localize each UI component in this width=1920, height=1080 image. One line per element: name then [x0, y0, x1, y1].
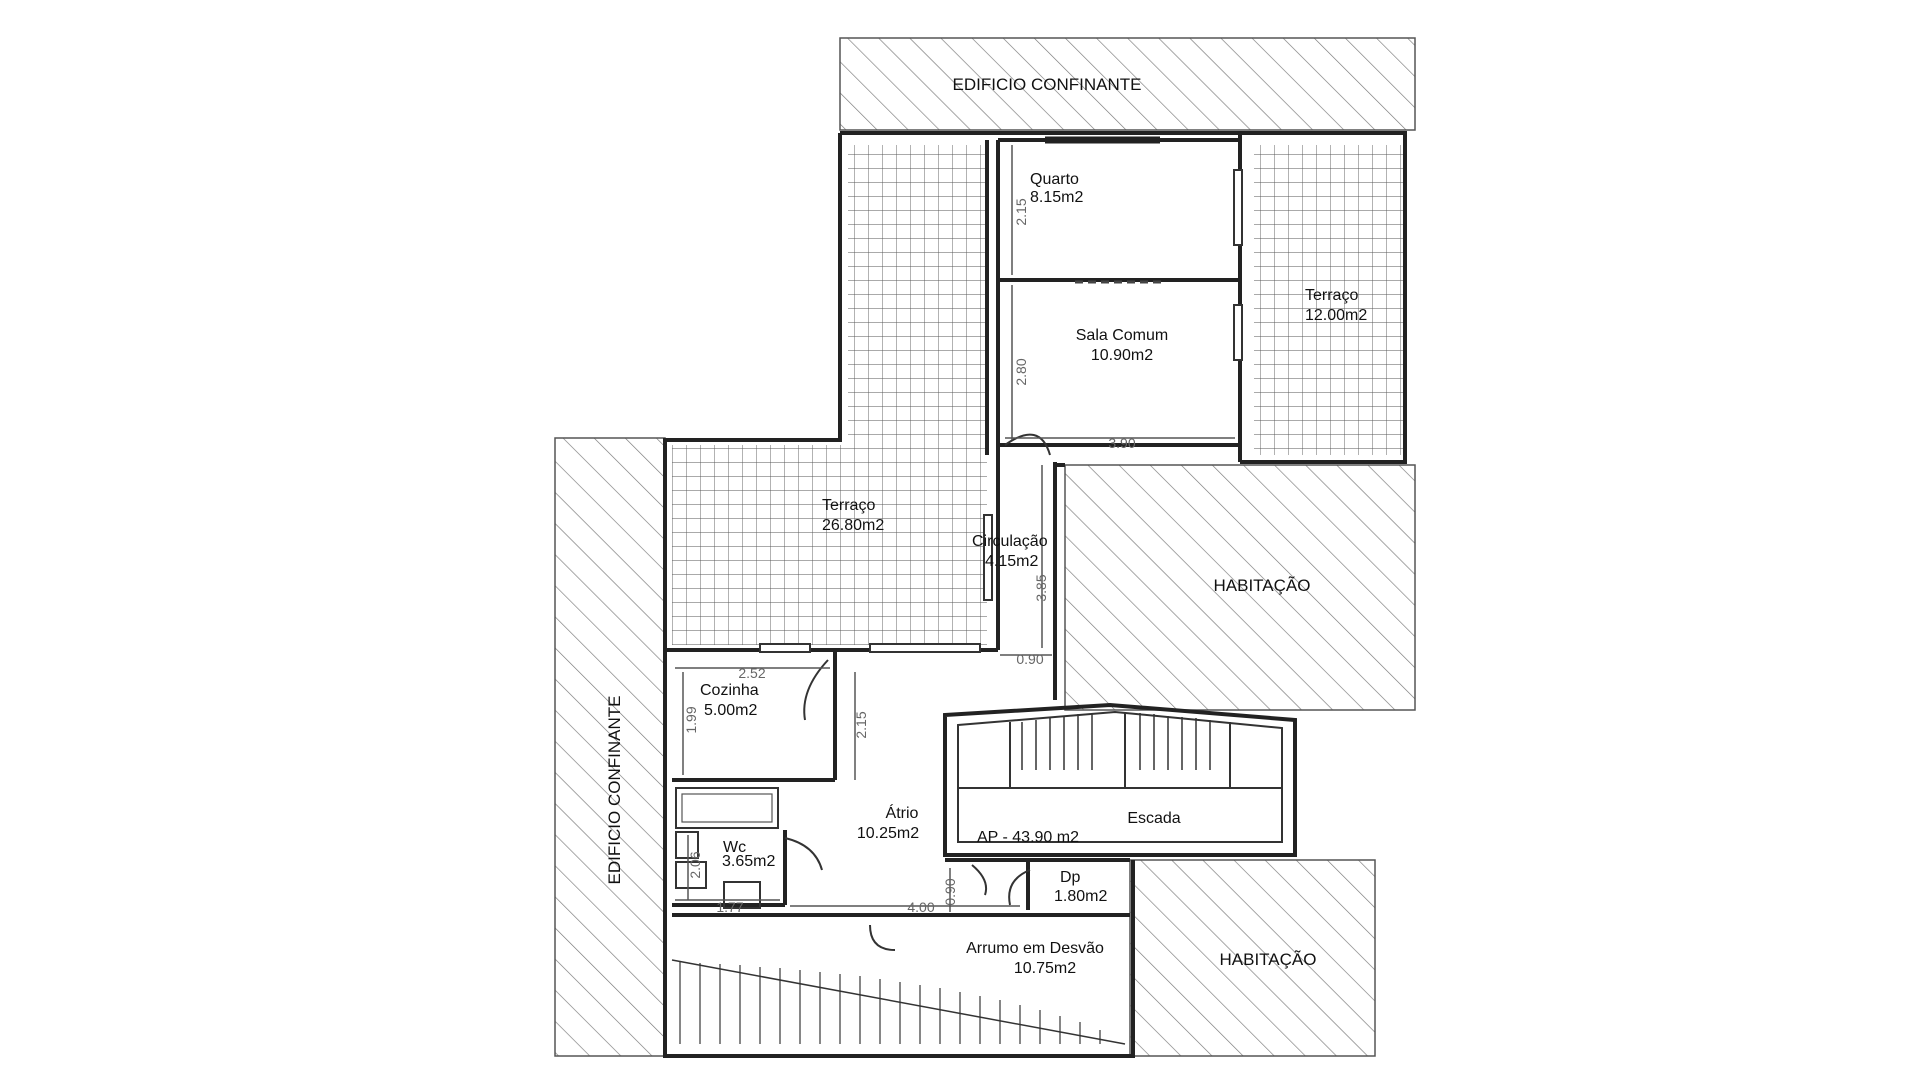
neighbor-left-label: EDIFICIO CONFINANTE — [605, 696, 624, 885]
stair-treads — [1021, 713, 1211, 770]
bathtub — [675, 787, 779, 829]
dim-quarto-height: 2.15 — [1013, 198, 1029, 225]
dim-arrumo-width: 4.00 — [907, 899, 934, 915]
dim-sala-width: 3.90 — [1108, 435, 1135, 451]
wc-name: Wc — [723, 839, 746, 856]
terraco-left-name: Terraço — [822, 497, 875, 514]
bathtub-inner — [681, 793, 773, 823]
circulacao-area: 4.15m2 — [985, 553, 1038, 570]
dim-sala-height: 2.80 — [1013, 358, 1029, 385]
sala-name: Sala Comum — [1076, 327, 1168, 344]
dimension-lines — [675, 145, 1235, 912]
arrumo-door-swing — [869, 924, 896, 951]
housing-right-label: HABITAÇÃO — [1214, 576, 1311, 595]
housing-right-zone — [1064, 464, 1416, 711]
dim-wc-height: 2.06 — [687, 851, 703, 878]
housing-bottom-label: HABITAÇÃO — [1220, 950, 1317, 969]
wc-door-swing — [784, 837, 823, 871]
toilet — [675, 861, 707, 889]
kitchen-window-1 — [759, 643, 811, 653]
housing-bottom-zone — [1129, 859, 1376, 1057]
dp-area: 1.80m2 — [1054, 888, 1107, 905]
atrio-door-swing — [971, 864, 988, 896]
circulation-window — [983, 514, 993, 601]
dim-circulacao-length: 3.85 — [1033, 574, 1049, 601]
terraco-right-area: 12.00m2 — [1305, 307, 1367, 324]
circulacao-name: Circulação — [972, 533, 1048, 550]
ap-label: AP - 43.90 m2 — [977, 829, 1079, 846]
dp-name: Dp — [1060, 869, 1081, 886]
escada-name: Escada — [1127, 810, 1180, 827]
quarto-name: Quarto — [1030, 171, 1079, 188]
kitchen-window-2 — [869, 643, 981, 653]
arrumo-area: 10.75m2 — [1014, 960, 1076, 977]
wc-walls — [672, 830, 787, 907]
quarto-area: 8.15m2 — [1030, 189, 1083, 206]
outer-walls — [663, 131, 1407, 1058]
terraco-left-area: 26.80m2 — [822, 517, 884, 534]
stair-inner — [957, 710, 1283, 843]
terrace-left-tiles — [672, 445, 987, 645]
sala-door-swing — [1004, 433, 1051, 456]
terrace-right-tiles — [1254, 145, 1404, 455]
cozinha-area: 5.00m2 — [704, 702, 757, 719]
attic-slope-line — [671, 959, 1126, 1045]
terrace-left-upper-tiles — [848, 145, 987, 445]
dim-wc-width: 1.77 — [716, 899, 743, 915]
washbasin — [723, 881, 761, 909]
terraco-right-name: Terraço — [1305, 287, 1358, 304]
stair-flight — [958, 712, 1282, 789]
dim-atrio-height: 2.15 — [853, 711, 869, 738]
wc-area: 3.65m2 — [722, 853, 775, 870]
neighbor-top-label: EDIFICIO CONFINANTE — [953, 75, 1142, 94]
neighbor-building-top — [839, 37, 1416, 131]
atrio-area: 10.25m2 — [857, 825, 919, 842]
stair-outline — [943, 702, 1297, 857]
dim-cozinha-width: 2.52 — [738, 665, 765, 681]
dim-circulacao-width: 0.90 — [1016, 651, 1043, 667]
attic-slope-hatch — [679, 962, 1101, 1044]
sala-area: 10.90m2 — [1091, 347, 1153, 364]
kitchen-door-swing — [803, 659, 829, 721]
terrace-door-1 — [1233, 169, 1243, 246]
atrio-name: Átrio — [886, 803, 919, 822]
neighbor-building-left — [554, 437, 666, 1057]
arrumo-name: Arrumo em Desvão — [966, 940, 1104, 957]
dp-walls — [672, 858, 1130, 917]
terrace-door-2 — [1233, 304, 1243, 361]
dim-cozinha-height: 1.99 — [683, 706, 699, 733]
cozinha-name: Cozinha — [700, 682, 759, 699]
dp-door-swing — [1008, 869, 1031, 906]
bidet — [675, 831, 699, 859]
dim-dp-width: 0.90 — [942, 878, 958, 905]
circulation-walls — [996, 455, 1065, 700]
